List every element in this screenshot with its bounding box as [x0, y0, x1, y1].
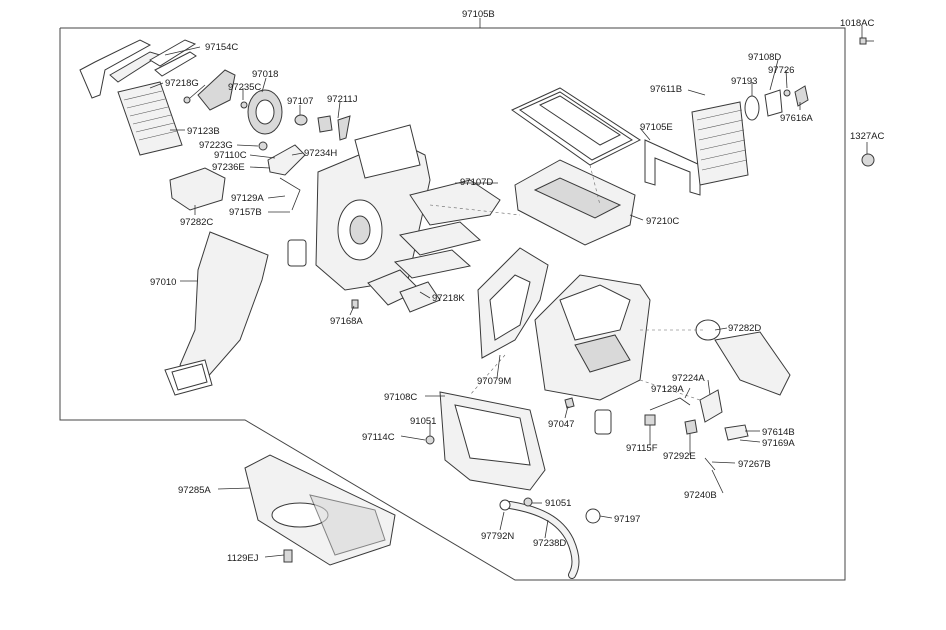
label-97105b[interactable]: 97105B	[462, 9, 495, 20]
label-97114c[interactable]: 97114C	[362, 432, 395, 443]
label-97792n[interactable]: 97792N	[481, 531, 514, 542]
label-97726[interactable]: 97726	[768, 65, 794, 76]
label-97211j[interactable]: 97211J	[327, 94, 358, 105]
screw-1129ej	[283, 549, 293, 563]
label-97197[interactable]: 97197	[614, 514, 640, 525]
clip-97726	[783, 89, 791, 97]
clip-97292e	[684, 419, 698, 435]
leader-lines	[149, 26, 868, 558]
clip-97792n	[499, 499, 511, 511]
label-97236e[interactable]: 97236E	[212, 162, 245, 173]
cap-97197	[585, 508, 601, 524]
screw-97235c	[240, 101, 248, 109]
case-right	[534, 274, 651, 401]
heater-core-97123b	[117, 81, 183, 156]
seal-97047	[594, 409, 612, 435]
seal-square	[287, 239, 307, 267]
blower-housing-left	[315, 124, 431, 291]
tray-97285a	[244, 454, 396, 566]
label-97107d[interactable]: 97107D	[460, 177, 493, 188]
rod-97129ab	[649, 397, 691, 411]
label-1129ej[interactable]: 1129EJ	[227, 553, 259, 564]
label-97154c[interactable]: 97154C	[205, 42, 238, 53]
duct-97282c	[169, 167, 226, 211]
label-97282c[interactable]: 97282C	[180, 217, 213, 228]
label-97079m[interactable]: 97079M	[477, 376, 511, 387]
gasket-97108d	[764, 89, 783, 117]
doors-97107d	[367, 179, 501, 313]
label-97238d[interactable]: 97238D	[533, 538, 566, 549]
label-1327ac[interactable]: 1327AC	[850, 131, 884, 142]
insulation-97105e	[644, 139, 701, 196]
evaporator-97611b	[691, 101, 749, 186]
part-labels: 97105B 1018AC 97154C 97218G 97018 97235C…	[150, 9, 884, 564]
label-97107[interactable]: 97107	[287, 96, 313, 107]
label-97123b[interactable]: 97123B	[187, 126, 220, 137]
gasket-97193	[744, 95, 760, 121]
grommet-91051b	[523, 497, 533, 507]
label-97108d[interactable]: 97108D	[748, 52, 781, 63]
heater-pipes-97154c	[79, 39, 197, 99]
case-97079m	[477, 247, 549, 359]
label-97105e[interactable]: 97105E	[640, 122, 673, 133]
label-97218k[interactable]: 97218K	[432, 293, 465, 304]
label-97614b[interactable]: 97614B	[762, 427, 795, 438]
sensor-97614b	[724, 424, 749, 441]
link-97211j	[317, 115, 333, 133]
sensor-97616a	[794, 85, 809, 107]
label-97224a[interactable]: 97224A	[672, 373, 705, 384]
label-91051-top[interactable]: 91051	[410, 416, 436, 427]
label-97010[interactable]: 97010	[150, 277, 176, 288]
label-97235c[interactable]: 97235C	[228, 82, 261, 93]
label-97292e[interactable]: 97292E	[663, 451, 696, 462]
label-97240b[interactable]: 97240B	[684, 490, 717, 501]
screw-97218g	[183, 96, 191, 104]
label-97018[interactable]: 97018	[252, 69, 278, 80]
duct-97282d	[714, 331, 791, 396]
label-97193[interactable]: 97193	[731, 76, 757, 87]
label-1018ac[interactable]: 1018AC	[840, 18, 874, 29]
floor-duct-97010	[164, 231, 269, 396]
bracket-97235c	[197, 69, 236, 111]
rod-97129a	[279, 177, 301, 211]
grommet-97107	[294, 114, 308, 126]
label-97157b[interactable]: 97157B	[229, 207, 262, 218]
label-97129a-left[interactable]: 97129A	[231, 193, 264, 204]
label-97282d[interactable]: 97282D	[728, 323, 761, 334]
label-97223g[interactable]: 97223G	[199, 140, 233, 151]
label-91051-bottom[interactable]: 91051	[545, 498, 571, 509]
label-97234h[interactable]: 97234H	[304, 148, 337, 159]
bolt-1018ac	[859, 37, 874, 45]
clip-97115f	[644, 414, 656, 426]
actuator-97110c	[267, 144, 306, 176]
clip-97168a	[351, 299, 359, 309]
label-97168a[interactable]: 97168A	[330, 316, 363, 327]
label-97110c[interactable]: 97110C	[214, 150, 247, 161]
filter-cover	[511, 87, 642, 166]
label-97616a[interactable]: 97616A	[780, 113, 813, 124]
actuator-97224a	[699, 389, 723, 423]
label-97108c[interactable]: 97108C	[384, 392, 417, 403]
filter-housing-97210c	[514, 159, 636, 246]
grommet-91051	[425, 435, 435, 445]
actuator-97018	[247, 89, 283, 135]
label-97267b[interactable]: 97267B	[738, 459, 771, 470]
label-97169a[interactable]: 97169A	[762, 438, 795, 449]
label-97129a-right[interactable]: 97129A	[651, 384, 684, 395]
label-97115f[interactable]: 97115F	[626, 443, 658, 454]
label-97218g[interactable]: 97218G	[165, 78, 199, 89]
clip-97047	[564, 397, 575, 409]
label-97047[interactable]: 97047	[548, 419, 574, 430]
label-97285a[interactable]: 97285A	[178, 485, 211, 496]
screw-97223g	[258, 141, 268, 151]
lever-97211j	[337, 115, 351, 141]
pin-97240b	[704, 457, 716, 471]
assembly-frame	[59, 27, 846, 581]
nut-1327ac	[861, 153, 875, 167]
label-97611b[interactable]: 97611B	[650, 84, 682, 95]
lower-case-97108c	[439, 391, 546, 491]
label-97210c[interactable]: 97210C	[646, 216, 679, 227]
